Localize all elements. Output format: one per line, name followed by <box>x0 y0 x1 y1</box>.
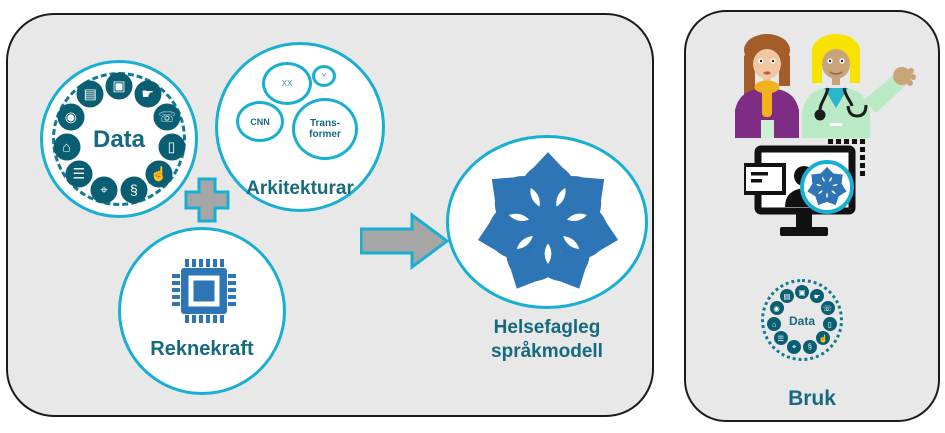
phone-call-icon: ☏ <box>820 301 835 316</box>
document-stack-icon: ☰ <box>773 331 788 346</box>
cursor-click-icon: ☛ <box>134 80 162 108</box>
monitor-record-icon: ▣ <box>795 285 809 299</box>
clipboard-icon: ▤ <box>779 289 794 304</box>
usage-panel: ▣☛☏▯☝§⌖☰⌂◉▤ Data Bruk <box>684 10 940 422</box>
architecture-y-circle: Y <box>312 65 336 87</box>
microscope-icon: ⌖ <box>90 176 118 204</box>
model-label: Helsefagleg språkmodell <box>446 316 648 364</box>
training-panel: ▣☛☏▯☝§⌖☰⌂◉▤ Data XX Y CNN Trans- former … <box>6 13 654 417</box>
architectures-label: Arkitekturar <box>246 178 354 199</box>
architectures-circle: XX Y CNN Trans- former Arkitekturar <box>215 42 385 212</box>
scanner-bed-icon: ⌂ <box>767 317 782 331</box>
data-circle-small: ▣☛☏▯☝§⌖☰⌂◉▤ Data <box>761 279 843 361</box>
touch-finger-icon: ☝ <box>145 160 173 188</box>
dotted-pattern <box>828 139 865 176</box>
arrow-right-icon <box>360 212 450 270</box>
data-circle: ▣☛☏▯☝§⌖☰⌂◉▤ Data <box>40 60 198 218</box>
data-icon-ring: ▣☛☏▯☝§⌖☰⌂◉▤ <box>43 63 195 215</box>
architecture-y-label: Y <box>321 72 327 80</box>
data-circle-small-label: Data <box>788 314 815 328</box>
compute-label: Reknekraft <box>150 338 254 360</box>
flower-logo-icon <box>473 149 623 299</box>
plus-icon <box>184 177 230 223</box>
architecture-transformer-circle: Trans- former <box>292 98 358 160</box>
architecture-transformer-label: Trans- former <box>309 118 341 141</box>
tablet-device-icon: ▯ <box>158 133 185 160</box>
cpu-chip-icon <box>172 259 236 323</box>
architecture-cnn-label: CNN <box>250 116 270 127</box>
woman-figure <box>735 34 799 138</box>
phone-call-icon: ☏ <box>153 103 181 131</box>
model-label-line1: Helsefagleg <box>493 317 601 338</box>
microscope-icon: ⌖ <box>787 339 802 354</box>
scanner-bed-icon: ⌂ <box>53 133 80 160</box>
usage-label: Bruk <box>788 387 836 410</box>
model-on-screen-icon <box>800 160 854 214</box>
tablet-device-icon: ▯ <box>822 317 837 331</box>
monitor-record-icon: ▣ <box>105 72 133 100</box>
id-card-icon <box>744 163 786 195</box>
camera-lens-icon: ◉ <box>57 103 85 131</box>
architecture-xx-label: XX <box>281 79 293 88</box>
compute-circle: Reknekraft <box>118 227 286 395</box>
transformer-line1: Trans- <box>309 117 340 129</box>
dna-icon: § <box>120 176 148 204</box>
dna-icon: § <box>802 339 817 354</box>
cursor-click-icon: ☛ <box>810 289 825 304</box>
architecture-xx-circle: XX <box>262 62 312 105</box>
camera-lens-icon: ◉ <box>769 301 784 316</box>
data-circle-label: Data <box>92 126 146 153</box>
model-label-line2: språkmodell <box>491 340 603 362</box>
clipboard-icon: ▤ <box>76 80 104 108</box>
architecture-cnn-circle: CNN <box>236 101 284 142</box>
document-stack-icon: ☰ <box>65 160 93 188</box>
language-model-circle <box>446 135 648 309</box>
data-icon-ring-small: ▣☛☏▯☝§⌖☰⌂◉▤ <box>764 282 840 358</box>
transformer-line2: former <box>309 129 341 140</box>
doctor-figure <box>802 34 916 138</box>
patient-and-doctor-illustration <box>735 34 916 138</box>
touch-finger-icon: ☝ <box>816 331 831 346</box>
